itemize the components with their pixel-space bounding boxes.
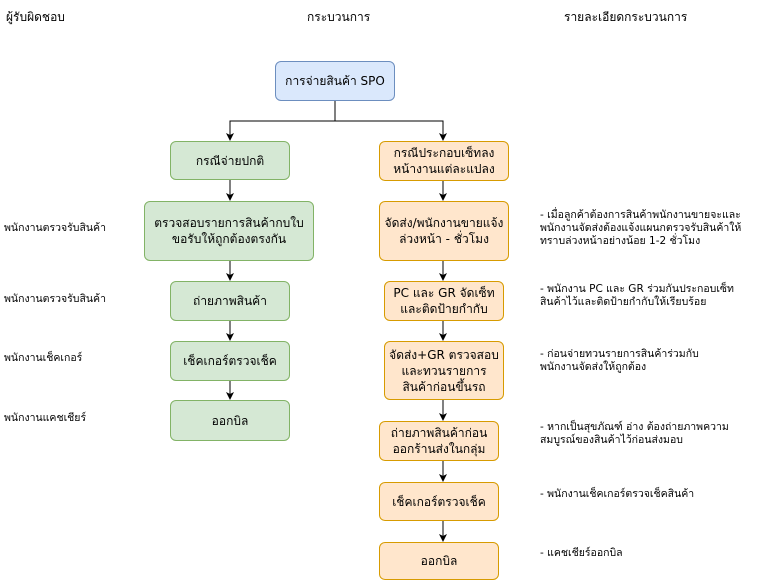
role-checker: พนักงานเช็คเกอร์ <box>4 352 83 364</box>
node-right-set-case: กรณีประกอบเซ็ทลงหน้างานแต่ละแปลง <box>379 141 509 181</box>
header-responsible: ผู้รับผิดชอบ <box>6 10 65 24</box>
detail-bill: - แคชเชียร์ออกบิล <box>540 547 623 559</box>
edge-start-right <box>335 120 447 141</box>
role-cashier: พนักงานแคชเชียร์ <box>4 412 87 424</box>
header-detail: รายละเอียดกระบวนการ <box>564 10 688 24</box>
node-left-verify-items: ตรวจสอบรายการสินค้ากบใบขอรับให้ถูกต้องตร… <box>144 201 314 261</box>
node-left-bill: ออกบิล <box>170 400 290 441</box>
node-left-normal-case: กรณีจ่ายปกติ <box>170 141 290 180</box>
node-right-checker: เช็คเกอร์ตรวจเช็ค <box>379 482 499 521</box>
node-right-gr-verify: จัดส่ง+GR ตรวจสอบและทวนรายการสินค้าก่อนข… <box>384 341 504 400</box>
edge-start-left <box>226 101 336 141</box>
detail-checker: - พนักงานเช็คเกอร์ตรวจเช็คสินค้า <box>540 488 695 500</box>
detail-photo: - หากเป็นสุขภัณฑ์ อ่าง ต้องถ่ายภาพความ ส… <box>540 421 729 446</box>
node-start: การจ่ายสินค้า SPO <box>275 61 395 101</box>
node-left-checker: เช็คเกอร์ตรวจเช็ค <box>170 341 290 381</box>
detail-pc-gr: - พนักงาน PC และ GR ร่วมกันประกอบเซ็ท สิ… <box>540 283 734 308</box>
node-right-notify: จัดส่ง/พนักงานขายแจ้งล่วงหน้า - ชั่วโมง <box>379 201 509 261</box>
detail-notify: - เมื่อลูกค้าต้องการสินค้าพนักงานขายจะแล… <box>540 209 742 247</box>
node-right-pc-gr-set: PC และ GR จัดเซ็ทและติดป้ายกำกับ <box>384 281 504 321</box>
node-right-bill: ออกบิล <box>379 542 499 580</box>
role-receiver-1: พนักงานตรวจรับสินค้า <box>4 222 106 234</box>
node-right-photo: ถ่ายภาพสินค้าก่อนออกร้านส่งในกลุ่ม <box>379 421 499 461</box>
detail-verify: - ก่อนจ่ายทวนรายการสินค้าร่วมกับ พนักงาน… <box>540 348 699 373</box>
role-receiver-2: พนักงานตรวจรับสินค้า <box>4 293 106 305</box>
header-process: กระบวนการ <box>307 10 371 24</box>
node-left-photo: ถ่ายภาพสินค้า <box>170 281 290 321</box>
